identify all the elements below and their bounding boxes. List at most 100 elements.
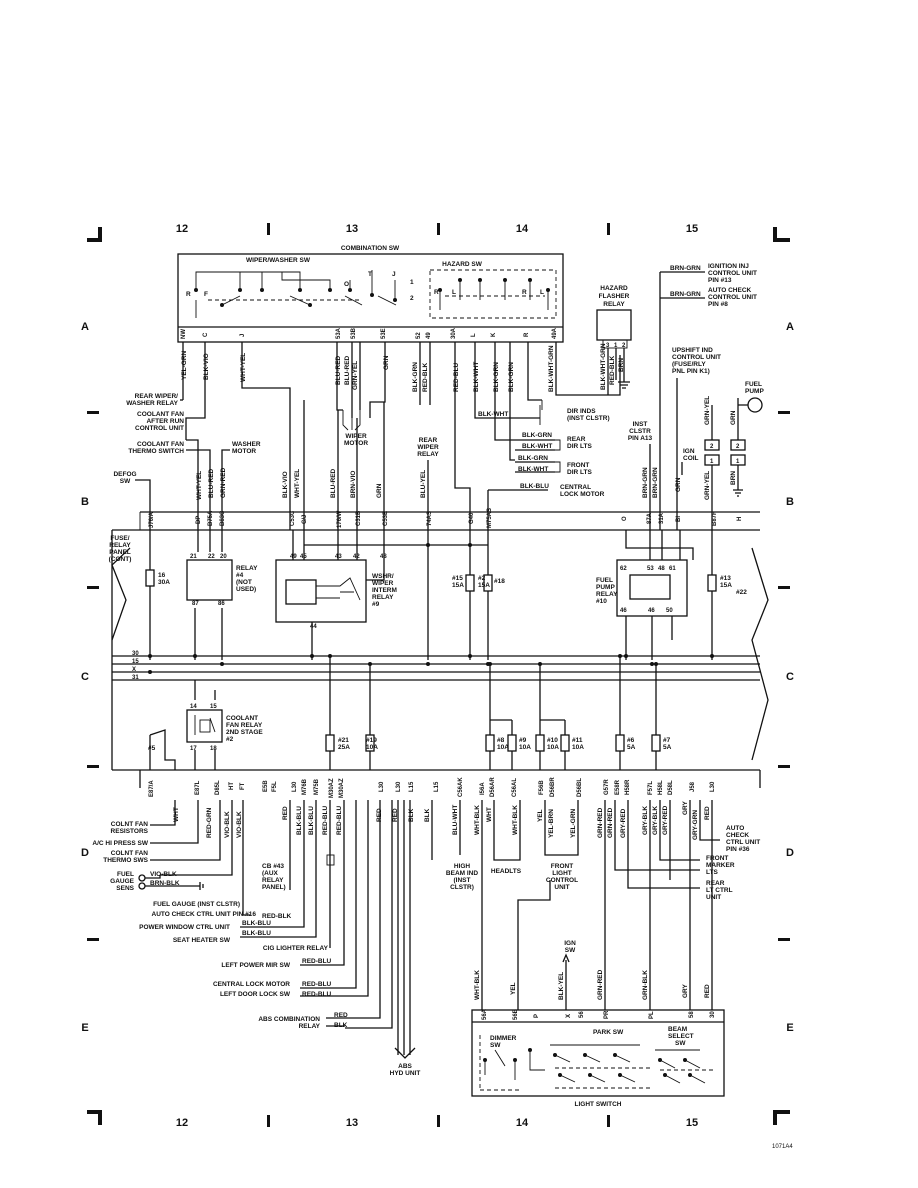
diagram-label: E5B (263, 780, 269, 792)
wire-label: BLU-RED (344, 355, 351, 385)
col-num: 14 (516, 223, 529, 235)
diagram-label: CONTROL (546, 877, 578, 884)
diagram-label: 74AS (427, 511, 433, 526)
diagram-label: CB #43 (262, 863, 284, 870)
wire-label: BLK-WHT-GRN (548, 345, 555, 392)
diagram-label: RED-BLU (302, 958, 332, 965)
column-numbers-bottom: 12 13 14 15 (176, 1117, 698, 1129)
diagram-label: 10A (497, 744, 509, 751)
diagram-label: WASHER (232, 441, 261, 448)
pin-label: L (471, 333, 477, 337)
diagram-label: F56B (539, 780, 545, 795)
pos-label: 2 (410, 295, 414, 302)
diagram-label: RELAY (372, 594, 394, 601)
diagram-label: RED (704, 984, 711, 998)
pos-label: R (434, 289, 439, 296)
diagram-label: L30 (396, 781, 402, 792)
diagram-label: CONTROL UNIT (708, 270, 757, 277)
diagram-label: GRY-RED (620, 808, 627, 838)
diagram-label: M76B (302, 778, 308, 795)
diagram-label: WIPER (345, 433, 367, 440)
diagram-label: 5A (663, 744, 672, 751)
diagram-label: LT CTRL (706, 887, 733, 894)
diagram-label: 56A (482, 1008, 488, 1020)
diagram-label: 3 (606, 343, 610, 349)
pos-label: O (344, 281, 349, 288)
row-b-pin-labels: J76/A DP B75A B83C C53C C/J 176/W C31B C… (149, 508, 743, 528)
diagram-label: HIGH (454, 863, 471, 870)
row-letter: B (786, 496, 794, 508)
wire-label: GRN (383, 355, 390, 370)
diagram-label: (AUX (262, 870, 279, 877)
diagram-label: BLK-YEL (558, 972, 565, 1000)
diagram-label: REAR (419, 437, 438, 444)
diagram-label: COOLANT FAN (137, 411, 184, 418)
diagram-label: 56 (579, 1011, 585, 1018)
combination-switch: COMBINATION SW WIPER/WASHER SW HAZARD SW… (177, 245, 564, 343)
diagram-label: MARKER (706, 862, 735, 869)
diagram-label: #9 (372, 601, 380, 608)
diagram-label: 30 (132, 651, 139, 657)
diagram-label: RELAY (236, 565, 258, 572)
diagram-label: COOLANT (226, 715, 258, 722)
diagram-label: X (132, 667, 136, 673)
bottom-right-labels: HIGH BEAM IND (INST CLSTR) HEADLTS FRONT… (446, 825, 760, 963)
diagram-label: GRY-BLK (642, 806, 649, 835)
wire-label: BLK-GRN (412, 362, 419, 392)
diagram-label: 1 (736, 459, 740, 465)
diagram-label: 15A (478, 582, 490, 589)
diagram-label: WASHER RELAY (126, 400, 178, 407)
diagram-label: POWER WINDOW CTRL UNIT (139, 924, 230, 931)
diagram-label: PANEL (109, 549, 131, 556)
pin-label: 53A (336, 327, 342, 339)
diagram-label: LEFT POWER MIR SW (221, 962, 290, 969)
pin-label: NW (181, 329, 187, 339)
diagram-label: J58 (690, 781, 696, 792)
diagram-label: YEL (510, 982, 517, 995)
diagram-label: #2 (478, 575, 486, 582)
diagram-label: HT (229, 782, 235, 790)
diagram-label: GRY-GRN (692, 810, 699, 840)
row-letter: C (786, 671, 794, 683)
diagram-label: BLK-WHT (522, 443, 552, 450)
wire-label: RED-BLK (422, 362, 429, 392)
diagram-label: CONTROL UNIT (672, 354, 721, 361)
left-labels-upper: REAR WIPER/ WASHER RELAY COOLANT FAN AFT… (109, 393, 440, 563)
diagram-label: PIN A13 (628, 435, 653, 442)
diagram-label: SW (490, 1042, 501, 1049)
diagram-label: A/C HI PRESS SW (92, 840, 148, 847)
pin-label: 53B (351, 327, 357, 339)
pin-label: 49 (426, 332, 432, 339)
diagram-label: UNIT (706, 894, 721, 901)
diagram-label: CONTROL UNIT (708, 294, 757, 301)
diagram-label: WHT-YEL (196, 471, 203, 500)
diagram-label: LIGHT SWITCH (575, 1101, 622, 1108)
diagram-label: B87F (712, 511, 718, 526)
column-numbers-top: 12 13 14 15 (176, 223, 698, 235)
diagram-label: CIG LIGHTER RELAY (263, 945, 329, 952)
row-letter: B (81, 496, 89, 508)
diagram-label: GRN-BLK (642, 970, 649, 1000)
col-num: 12 (176, 223, 188, 235)
diagram-label: C53E (383, 511, 389, 526)
diagram-label: GRN-RED (597, 807, 604, 838)
diagram-label: RED (392, 808, 399, 822)
diagram-label: 18 (210, 746, 217, 752)
diagram-label: GRY (682, 800, 689, 815)
diagram-label: FUEL (745, 381, 762, 388)
fuel-pump-relay-10: 62 53 48 61 46 46 50 FUEL PUMP RELAY #10 (596, 530, 694, 660)
diagram-label: AFTER RUN (146, 418, 184, 425)
col-num: 13 (346, 1117, 358, 1129)
diagram-label: F57L (648, 781, 654, 795)
diagram-label: BLK-GRN (522, 432, 552, 439)
fuse-relay-panel: J76/A DP B75A B83C C53C C/J 176/W C31B C… (111, 508, 769, 771)
diagram-label: WHT (486, 807, 493, 822)
right-mid-outputs: DIR INDS (INST CLSTR) REAR DIR LTS FRONT… (478, 400, 610, 530)
diagram-label: #11 (572, 737, 583, 744)
diagram-label: COOLANT FAN (137, 441, 184, 448)
row-letters: A B C D E A B C D E (81, 321, 794, 1034)
diagram-label: LEFT DOOR LOCK SW (220, 991, 291, 998)
diagram-label: BRN (730, 471, 737, 485)
hazard-flasher-relay: HAZARD FLASHER RELAY 3 1 2 (596, 285, 632, 395)
